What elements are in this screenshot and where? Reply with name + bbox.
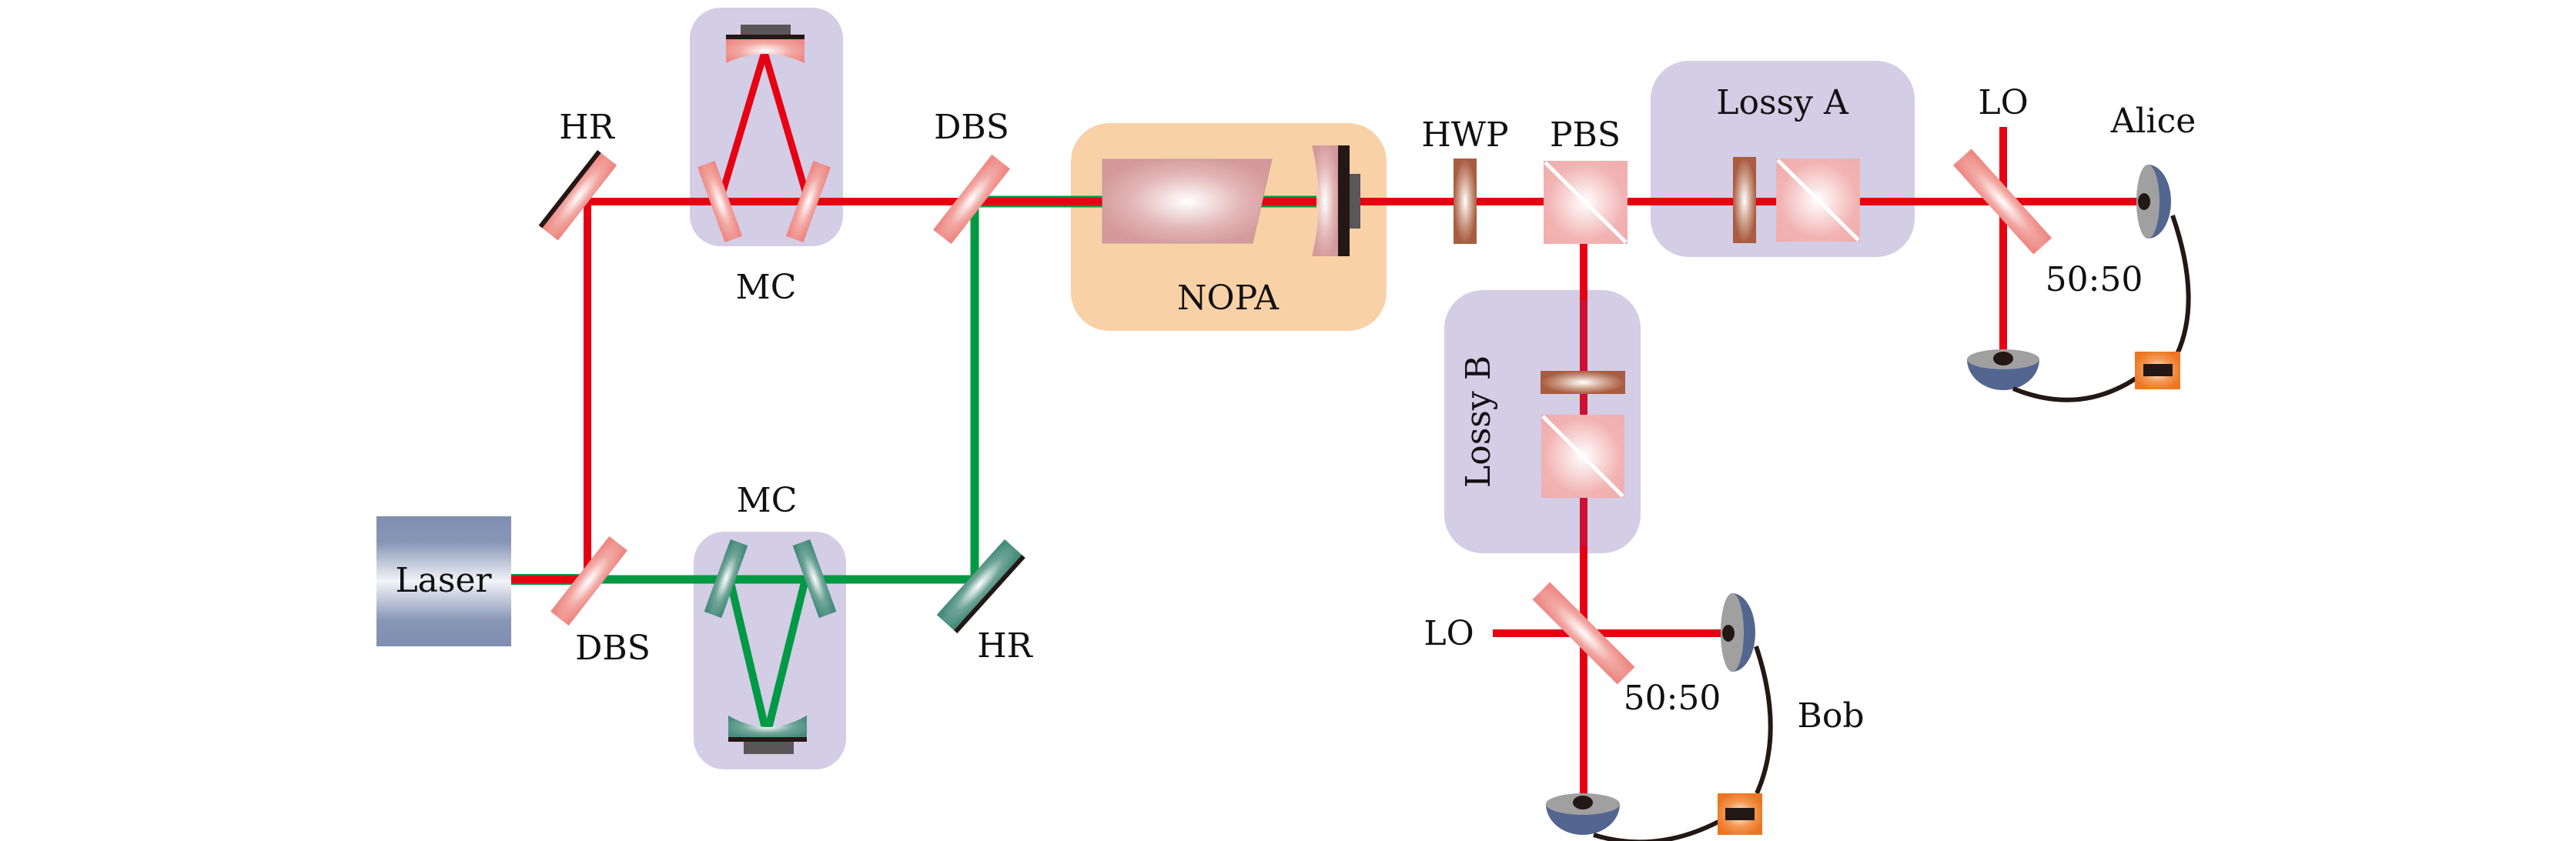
dbs-bottom-label: DBS — [575, 629, 651, 668]
lossy-a-label: Lossy A — [1716, 83, 1849, 122]
lossy-b-waveplate — [1541, 371, 1625, 394]
alice-label: Alice — [2110, 102, 2196, 141]
bob-label: Bob — [1798, 696, 1865, 736]
hr-top-label: HR — [559, 108, 615, 147]
bs-bob — [1532, 582, 1635, 685]
mc-top-curved-mirror — [726, 25, 805, 63]
mc-bottom-mirror-left — [704, 539, 748, 619]
nopa-output-coupler — [1312, 145, 1360, 256]
hr-mirror-top — [538, 150, 617, 241]
hwp-label: HWP — [1421, 115, 1508, 155]
pbs-label: PBS — [1550, 115, 1621, 155]
alice-detector-2 — [1967, 349, 2039, 390]
laser-label: Laser — [395, 561, 492, 600]
lossy-b-pbs — [1541, 415, 1624, 498]
laser-source: Laser — [376, 516, 511, 646]
lo-bob-label: LO — [1423, 614, 1474, 653]
dbs-top-label: DBS — [934, 108, 1009, 147]
lossy-b-label: Lossy B — [1459, 355, 1498, 488]
hwp — [1454, 159, 1477, 244]
mc-bottom-label: MC — [737, 481, 798, 520]
bs-alice-label: 50:50 — [2046, 260, 2143, 299]
bob-detector-1 — [1721, 593, 1755, 672]
dbs-top — [933, 154, 1010, 245]
alice-subtractor-icon — [2135, 352, 2180, 389]
hr-mirror-bottom — [936, 539, 1025, 634]
nopa-label: NOPA — [1177, 279, 1280, 318]
alice-detector-1 — [2136, 165, 2171, 239]
bob-cable — [1593, 646, 1773, 841]
mc-bottom-mirror-right — [792, 539, 837, 619]
hr-bottom-label: HR — [977, 626, 1033, 666]
nopa-crystal — [1102, 159, 1273, 244]
pbs — [1544, 161, 1628, 244]
bob-detector-2 — [1546, 793, 1620, 835]
lossy-a-waveplate — [1733, 157, 1756, 243]
alice-cable — [2012, 215, 2191, 402]
dbs-bottom — [550, 536, 627, 626]
mc-top-mirror-right — [785, 161, 831, 242]
mc-bottom-curved-mirror — [728, 716, 807, 754]
bob-subtractor-icon — [1718, 793, 1762, 835]
bs-alice — [1952, 149, 2052, 255]
bs-bob-label: 50:50 — [1624, 679, 1721, 718]
mc-top-label: MC — [736, 268, 797, 307]
lossy-a-pbs — [1776, 159, 1860, 242]
lo-alice-label: LO — [1978, 83, 2028, 122]
mc-top-mirror-left — [697, 161, 743, 242]
